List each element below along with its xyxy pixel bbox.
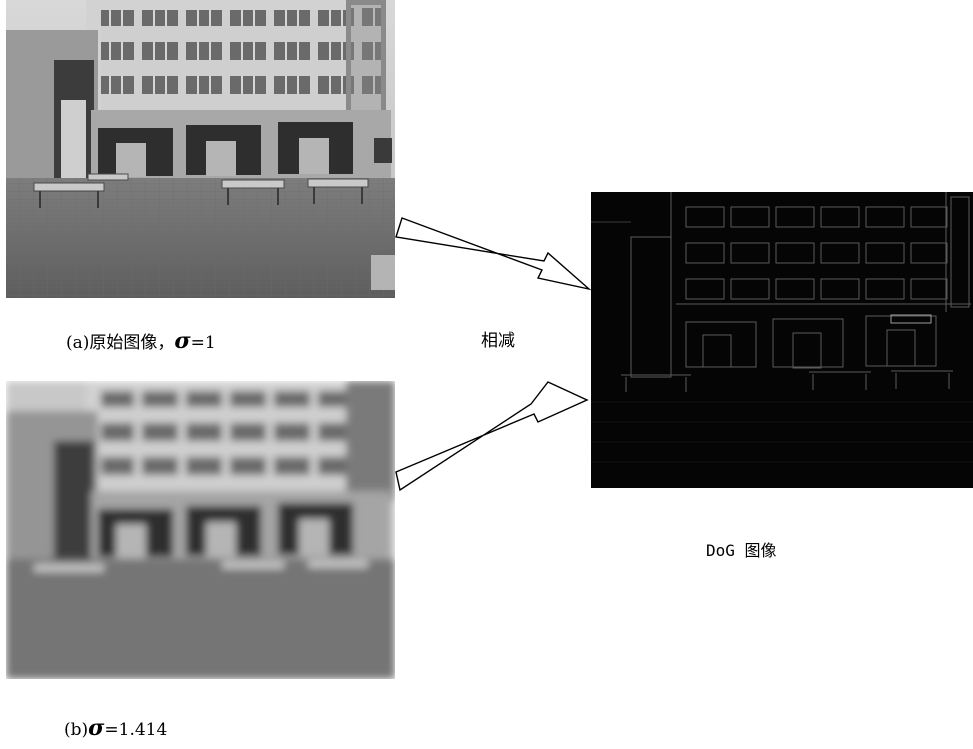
arrow-blurred-to-dog: [396, 382, 587, 490]
subtract-label: 相减: [481, 331, 515, 351]
caption-blurred-suffix: =1.414: [104, 720, 167, 740]
sigma-symbol: σ: [88, 715, 104, 741]
arrow-original-to-dog: [396, 218, 589, 289]
caption-original: (a)原始图像，σ=1: [66, 331, 216, 353]
sigma-symbol: σ: [174, 328, 190, 354]
caption-dog: DoG 图像: [706, 541, 777, 561]
caption-blurred-prefix: (b): [64, 720, 88, 740]
caption-blurred: (b)σ=1.414: [64, 718, 167, 740]
caption-original-suffix: =1: [191, 333, 216, 353]
caption-original-prefix: (a)原始图像，: [66, 333, 174, 353]
